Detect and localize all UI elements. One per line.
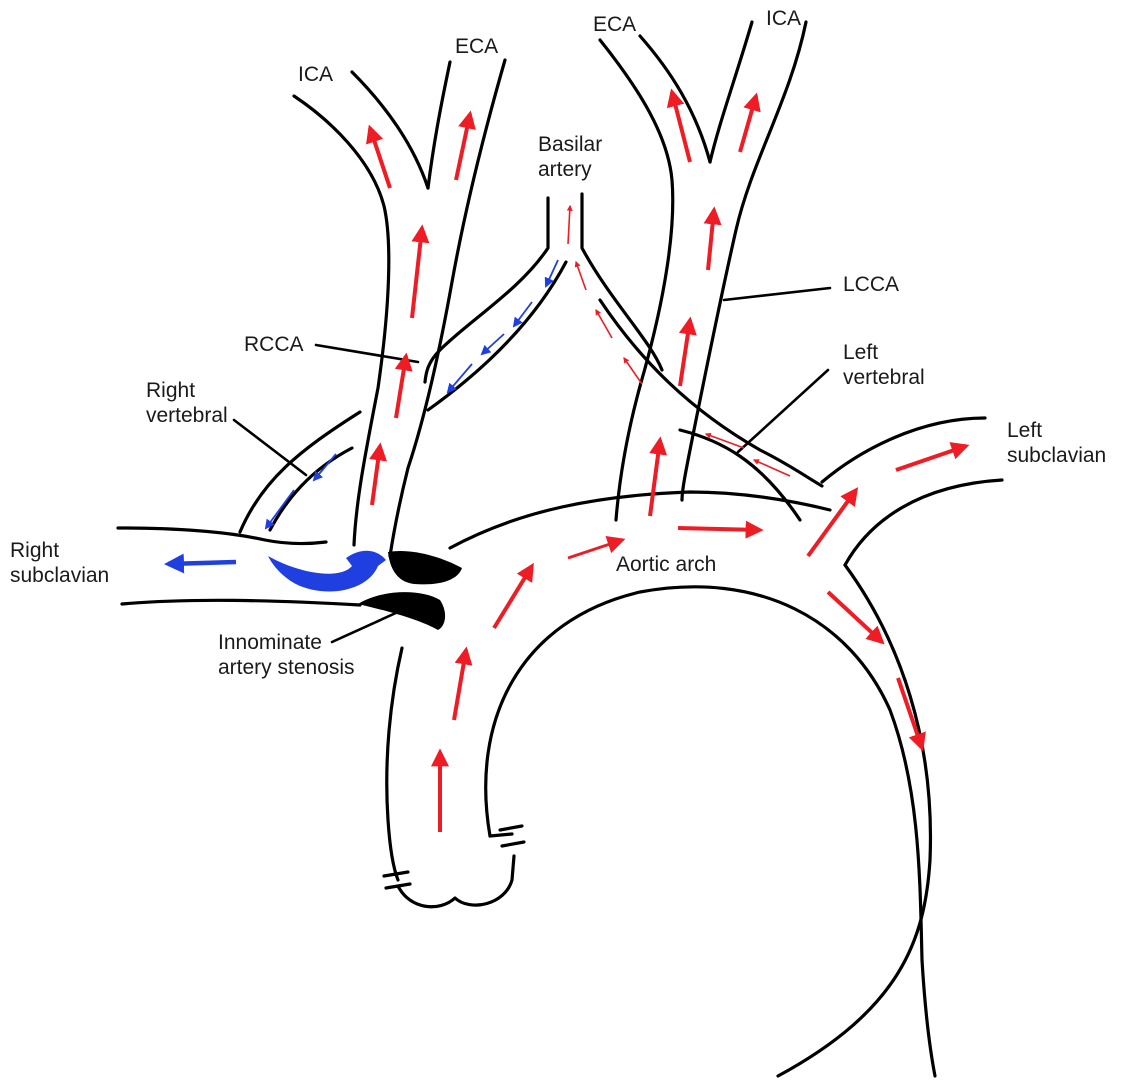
leader-left-vertebral — [738, 370, 828, 452]
left-eca-outer-wall — [600, 40, 673, 520]
left-vertebral-wall-b — [680, 430, 800, 520]
arrow-icon — [740, 96, 756, 152]
ascending-aorta-left-wall — [387, 648, 402, 880]
label-basilar-artery: Basilar artery — [538, 132, 602, 182]
arrow-icon — [708, 210, 714, 270]
aortic-arch-outer-wall — [450, 492, 830, 548]
right-eca-left-wall — [428, 62, 450, 188]
label-innominate-artery-stenosis: Innominate artery stenosis — [218, 630, 355, 680]
left-ica-inner-wall — [710, 22, 752, 162]
arrow-icon — [568, 540, 622, 558]
arrow-icon — [412, 228, 422, 318]
arrow-icon — [396, 356, 406, 418]
normal-flow-arrows — [370, 92, 966, 832]
arrow-icon — [898, 678, 922, 748]
arrow-icon — [650, 440, 660, 516]
right-ica-inner-wall — [352, 72, 428, 188]
plaque-icon — [388, 551, 462, 584]
label-aortic-arch: Aortic arch — [616, 552, 716, 577]
label-eca-left: ECA — [593, 12, 636, 37]
right-vertebral-wall-inner — [428, 262, 566, 410]
label-left-subclavian: Left subclavian — [1007, 418, 1106, 468]
arrow-icon — [456, 114, 470, 180]
descending-aorta-outer-wall — [778, 565, 930, 1076]
label-ica-left: ICA — [766, 6, 801, 31]
label-rcca: RCCA — [244, 332, 304, 357]
right-vertebral-wall-b — [270, 448, 352, 530]
arrow-icon — [372, 446, 380, 505]
arrow-icon — [568, 206, 570, 244]
arrow-icon — [266, 490, 294, 528]
arrow-icon — [314, 454, 336, 480]
right-subclavian-top-wall — [118, 528, 326, 544]
arrow-icon — [454, 650, 466, 720]
arrow-icon — [678, 528, 760, 530]
label-eca-right: ECA — [455, 34, 498, 59]
leader-lcca — [724, 288, 830, 300]
basilar-left-wall — [425, 198, 548, 382]
aortic-arch-inner-wall — [486, 587, 935, 1076]
leader-right-vertebral — [234, 420, 306, 475]
arrow-icon — [808, 490, 856, 556]
aortic-root — [398, 856, 514, 907]
label-right-vertebral: Right vertebral — [146, 378, 228, 428]
arrow-icon — [576, 262, 586, 290]
left-vertebral-wall-a — [600, 300, 822, 486]
label-lcca: LCCA — [843, 272, 899, 297]
arrow-icon — [896, 446, 966, 470]
left-subclavian-top-wall — [822, 418, 985, 482]
label-left-vertebral: Left vertebral — [843, 340, 925, 390]
arrow-icon — [494, 566, 532, 628]
arrow-icon — [268, 551, 386, 592]
left-subclavian-bottom-wall — [845, 480, 1002, 565]
right-subclavian-bottom-wall — [122, 600, 360, 605]
arrow-icon — [680, 320, 690, 386]
label-ica-right: ICA — [298, 62, 333, 87]
aorta-inner-lower — [490, 834, 512, 836]
arrow-icon — [624, 358, 642, 384]
leader-rcca — [316, 345, 418, 362]
label-right-subclavian: Right subclavian — [10, 538, 109, 588]
left-ica-outer-wall — [682, 22, 806, 500]
arrow-icon — [168, 562, 236, 564]
